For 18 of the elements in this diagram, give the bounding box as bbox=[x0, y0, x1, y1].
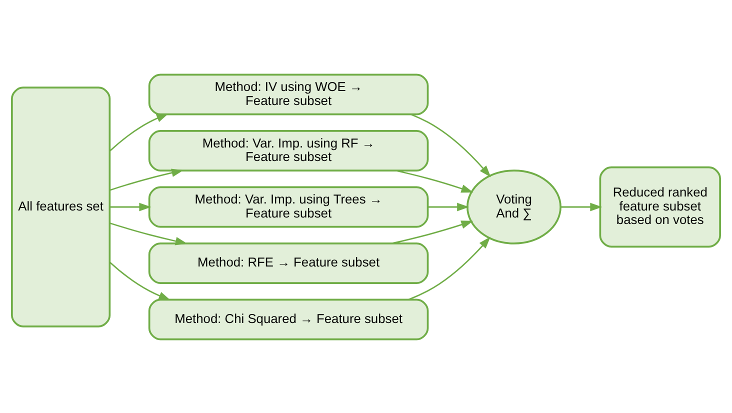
arrow bbox=[110, 202, 152, 211]
arrow bbox=[109, 113, 169, 152]
node-ellipse: Voting And ∑ bbox=[466, 169, 562, 244]
arrow bbox=[410, 113, 491, 177]
arrow bbox=[109, 261, 171, 300]
arrow bbox=[110, 222, 188, 245]
node-box: Method: Var. Imp. using Trees → Feature subset bbox=[148, 186, 429, 228]
arrow bbox=[392, 220, 474, 244]
node-box: Reduced ranked feature subset based on votes bbox=[599, 166, 721, 248]
node-box: Method: IV using WOE → Feature subset bbox=[148, 73, 429, 115]
arrow bbox=[428, 202, 470, 211]
node-box: Method: RFE → Feature subset bbox=[148, 242, 429, 284]
arrow bbox=[560, 202, 602, 211]
node-box: Method: Var. Imp. using RF → Feature subset bbox=[148, 130, 429, 171]
arrow bbox=[110, 168, 184, 190]
node-box: All features set bbox=[11, 86, 111, 327]
node-box: Method: Chi Squared → Feature subset bbox=[148, 298, 429, 340]
arrow bbox=[396, 169, 474, 192]
